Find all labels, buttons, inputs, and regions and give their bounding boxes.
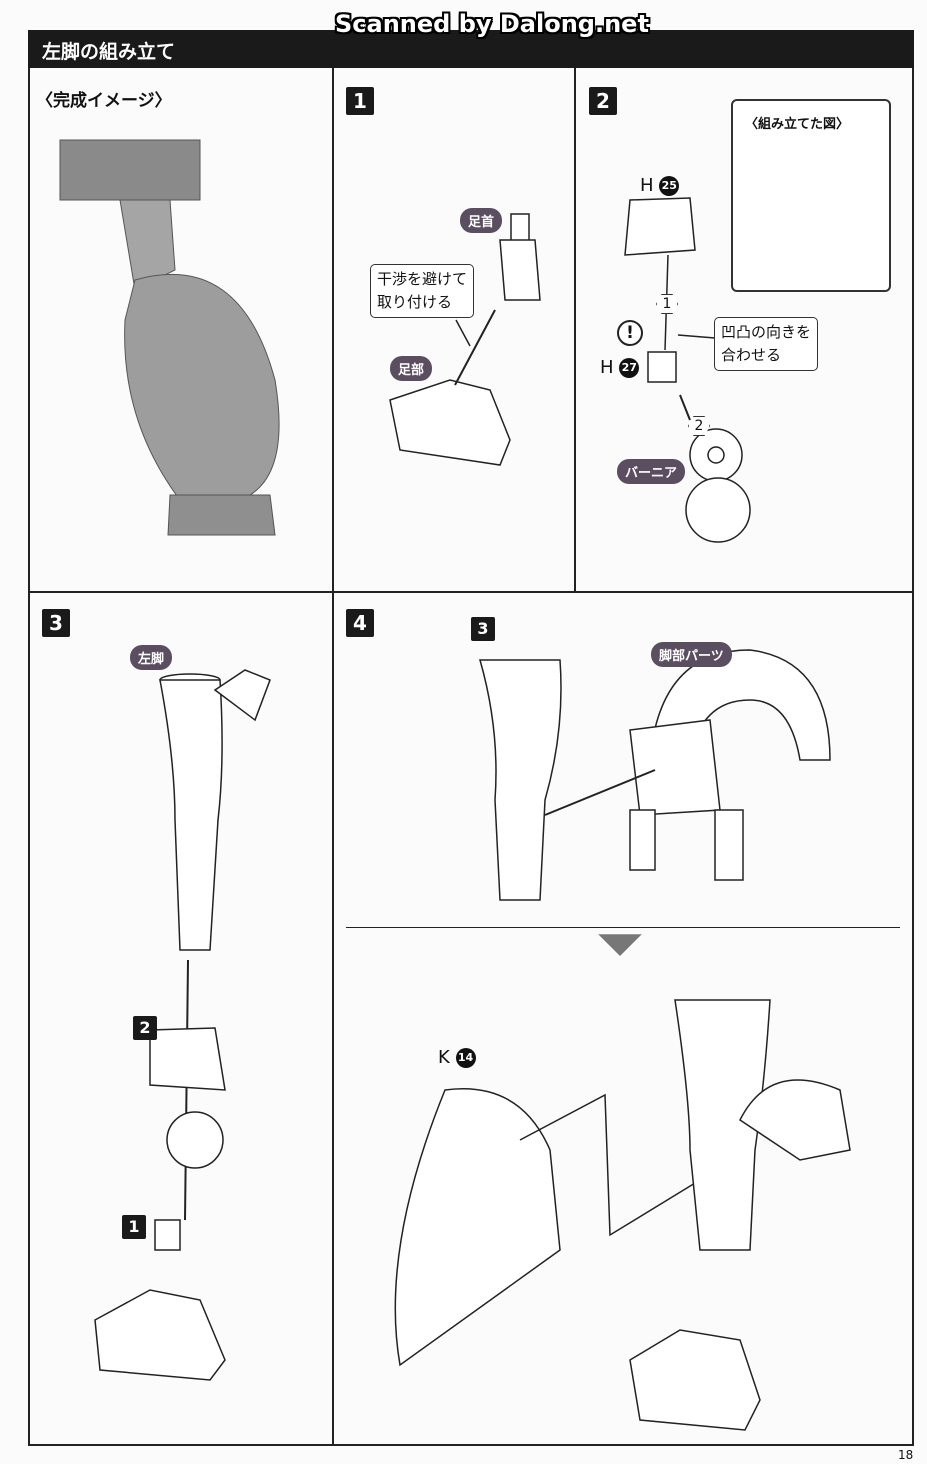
callout: 干渉を避けて取り付ける xyxy=(370,264,475,318)
warning-icon: ! xyxy=(617,320,643,346)
part-h25: H 25 xyxy=(640,175,680,196)
thruster-label: バーニア xyxy=(617,459,686,484)
complete-image-title: 〈完成イメージ〉 xyxy=(36,91,172,111)
divider xyxy=(346,927,900,928)
callout-line: 合わせる xyxy=(721,346,782,364)
callout-line: 干渉を避けて xyxy=(377,270,468,288)
callout: 凹凸の向きを合わせる xyxy=(714,317,819,371)
part-k14: K 14 xyxy=(438,1047,476,1068)
part-letter: H xyxy=(600,357,614,378)
watermark: Scanned by Dalong.net xyxy=(335,10,649,38)
part-number: 14 xyxy=(455,1048,476,1068)
section-header xyxy=(28,30,914,68)
step-number: 3 xyxy=(42,609,70,637)
order-2: 2 xyxy=(688,416,710,436)
part-number: 27 xyxy=(619,358,640,378)
part-h27: H 27 xyxy=(600,357,640,378)
step1-parts xyxy=(389,213,541,466)
part-letter: H xyxy=(640,175,654,196)
substep-1: 1 xyxy=(122,1215,146,1239)
callout-line: 取り付ける xyxy=(377,293,453,311)
inset-title: 〈組み立てた図〉 xyxy=(745,117,850,132)
substep-3: 3 xyxy=(471,617,495,641)
foot-label: 足部 xyxy=(390,356,433,381)
step-number: 4 xyxy=(346,609,374,637)
order-1: 1 xyxy=(656,294,678,314)
step-number: 2 xyxy=(589,87,617,115)
step4-parts xyxy=(394,649,851,1431)
page-number: 18 xyxy=(898,1448,914,1462)
divider xyxy=(28,591,914,593)
ankle-label: 足首 xyxy=(460,208,503,233)
section-title: 左脚の組み立て xyxy=(42,41,176,63)
callout-line: 凹凸の向きを xyxy=(721,323,812,341)
assembled-inset: 〈組み立てた図〉 xyxy=(731,99,891,292)
step-number: 1 xyxy=(346,87,374,115)
complete-leg-photo xyxy=(59,139,280,536)
leg-parts-label: 脚部パーツ xyxy=(651,642,732,667)
substep-2: 2 xyxy=(133,1016,157,1040)
left-leg-label: 左脚 xyxy=(130,645,173,670)
part-number: 25 xyxy=(659,176,680,196)
part-letter: K xyxy=(438,1047,450,1068)
step3-leg xyxy=(94,669,271,1381)
divider xyxy=(332,68,334,1446)
divider xyxy=(574,68,576,592)
